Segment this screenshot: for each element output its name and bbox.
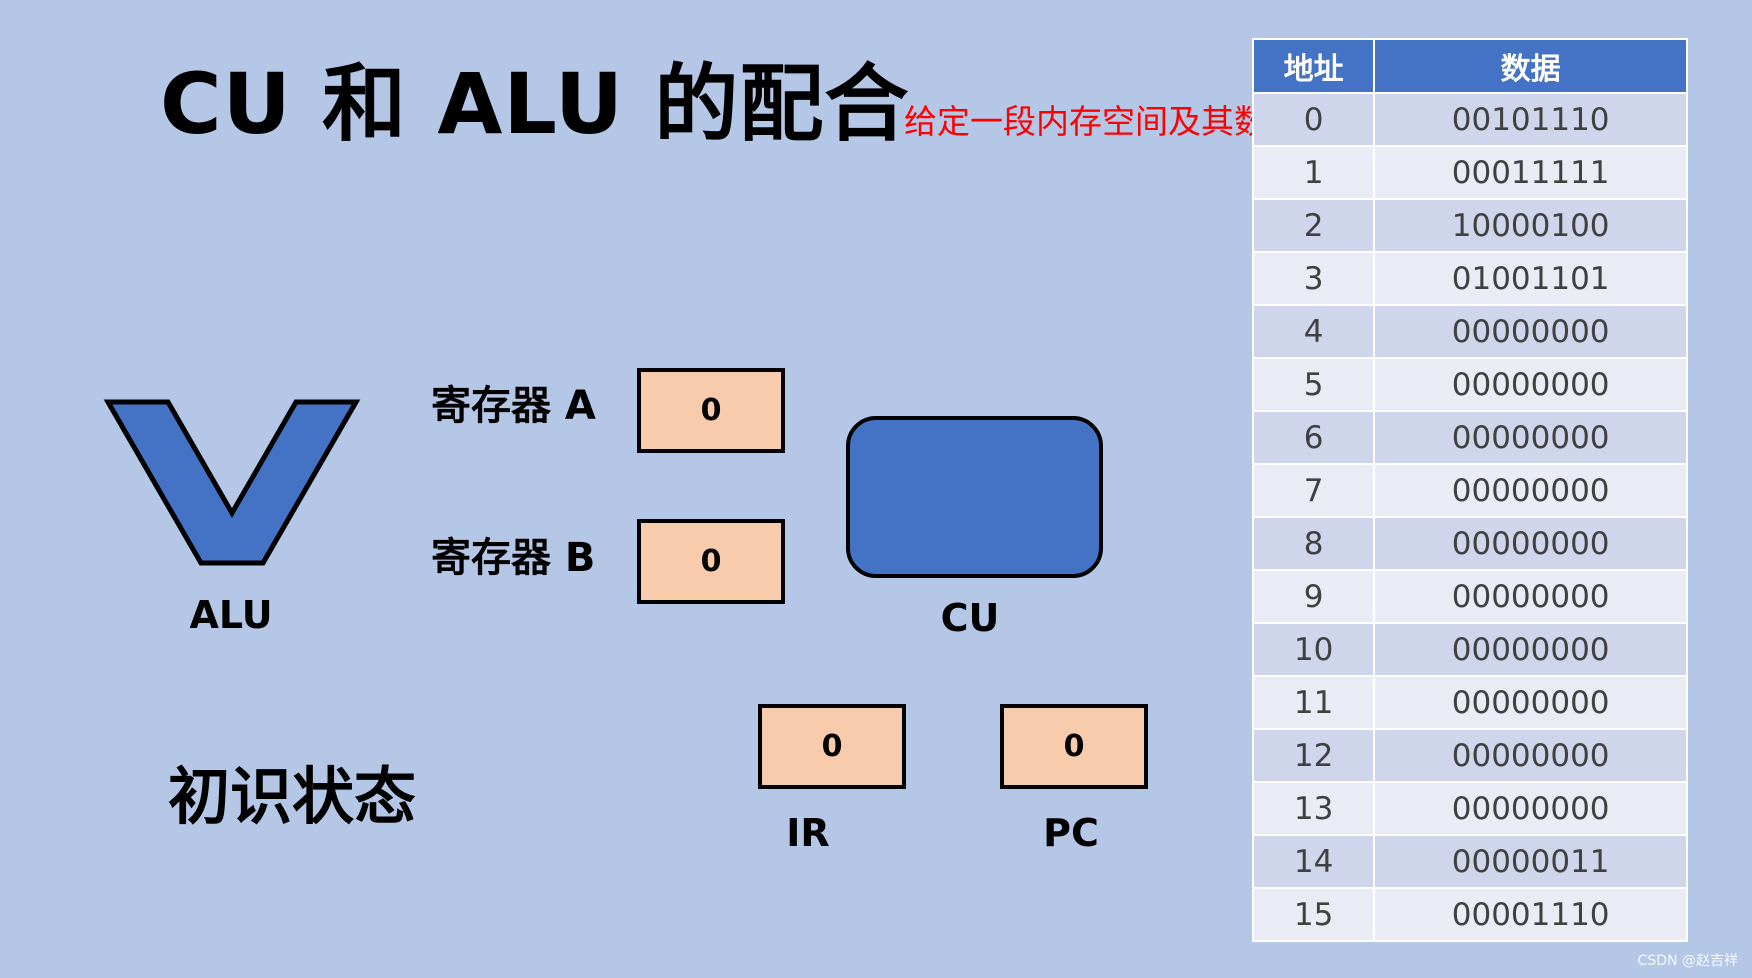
address-cell: 15 xyxy=(1251,887,1376,942)
address-cell: 12 xyxy=(1251,728,1376,783)
address-cell: 13 xyxy=(1251,781,1376,836)
register-b-value: 0 xyxy=(700,544,722,579)
address-cell: 8 xyxy=(1251,516,1376,571)
data-cell: 00000000 xyxy=(1373,516,1688,571)
data-cell: 00000000 xyxy=(1373,622,1688,677)
alu-symbol-icon xyxy=(103,399,361,566)
address-cell: 14 xyxy=(1251,834,1376,889)
data-cell: 00000000 xyxy=(1373,675,1688,730)
data-cell: 01001101 xyxy=(1373,251,1688,306)
data-cell: 00000000 xyxy=(1373,569,1688,624)
address-cell: 11 xyxy=(1251,675,1376,730)
data-cell: 00101110 xyxy=(1373,92,1688,147)
address-cell: 9 xyxy=(1251,569,1376,624)
address-cell: 4 xyxy=(1251,304,1376,359)
pc-box: 0 xyxy=(1000,704,1148,789)
data-cell: 00000000 xyxy=(1373,357,1688,412)
address-cell: 7 xyxy=(1251,463,1376,518)
memory-table-header: 地址 数据 xyxy=(1251,38,1688,94)
pc-value: 0 xyxy=(1063,729,1085,764)
register-b-box: 0 xyxy=(637,519,785,604)
memory-note: 给定一段内存空间及其数据 xyxy=(904,102,1300,141)
data-cell: 00000000 xyxy=(1373,728,1688,783)
address-cell: 5 xyxy=(1251,357,1376,412)
address-cell: 0 xyxy=(1251,92,1376,147)
address-cell: 6 xyxy=(1251,410,1376,465)
data-cell: 00000000 xyxy=(1373,304,1688,359)
data-cell: 00000011 xyxy=(1373,834,1688,889)
address-cell: 2 xyxy=(1251,198,1376,253)
register-a-box: 0 xyxy=(637,368,785,453)
cu-block xyxy=(846,416,1103,578)
data-cell: 00000000 xyxy=(1373,463,1688,518)
data-cell: 10000100 xyxy=(1373,198,1688,253)
ir-label: IR xyxy=(786,811,830,855)
address-cell: 10 xyxy=(1251,622,1376,677)
data-cell: 00000000 xyxy=(1373,781,1688,836)
register-b-label: 寄存器 B xyxy=(431,535,596,581)
page-title: CU 和 ALU 的配合 xyxy=(160,55,910,153)
address-cell: 3 xyxy=(1251,251,1376,306)
pc-label: PC xyxy=(1043,811,1099,855)
data-cell: 00000000 xyxy=(1373,410,1688,465)
address-cell: 1 xyxy=(1251,145,1376,200)
register-a-value: 0 xyxy=(700,393,722,428)
alu-label: ALU xyxy=(189,593,273,637)
data-cell: 00001110 xyxy=(1373,887,1688,942)
data-cell: 00011111 xyxy=(1373,145,1688,200)
cu-label: CU xyxy=(940,596,1000,640)
address-column-header: 地址 xyxy=(1251,38,1376,94)
data-column-header: 数据 xyxy=(1373,38,1688,94)
ir-value: 0 xyxy=(821,729,843,764)
state-label: 初识状态 xyxy=(168,760,417,833)
register-a-label: 寄存器 A xyxy=(431,383,596,429)
ir-box: 0 xyxy=(758,704,906,789)
watermark: CSDN @赵吉祥 xyxy=(1637,953,1738,969)
